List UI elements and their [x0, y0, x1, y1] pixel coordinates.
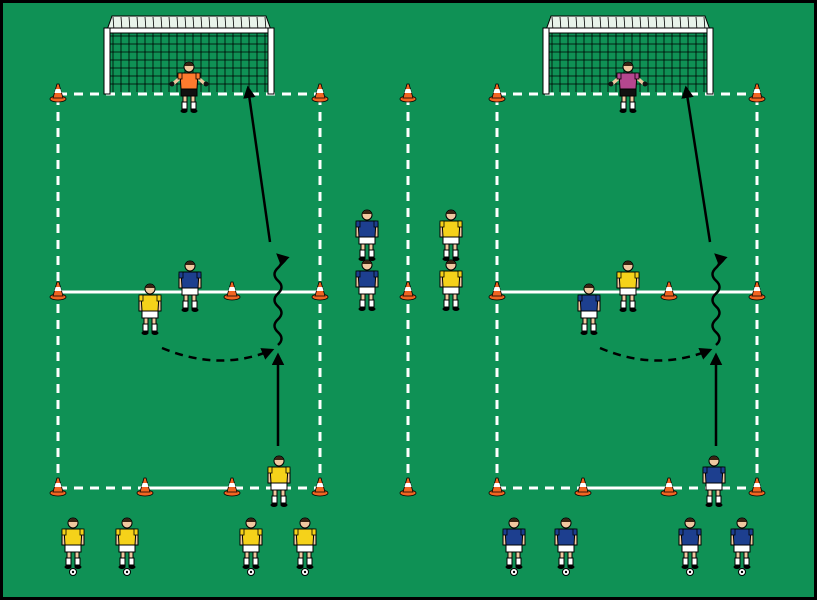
cone	[223, 477, 241, 497]
left-goalkeeper	[169, 61, 209, 113]
right-run-arrow	[599, 346, 713, 362]
right-dribble-arrow	[711, 253, 728, 346]
right-lane-waiting-player	[678, 517, 702, 576]
goals	[103, 15, 714, 95]
cone	[136, 477, 154, 497]
left-defender	[178, 260, 202, 312]
center-waiting-player	[439, 209, 463, 261]
cone	[311, 83, 329, 103]
right-defender	[616, 260, 640, 312]
left-run-arrow	[161, 346, 275, 362]
cone	[574, 477, 592, 497]
cone	[49, 281, 67, 301]
cone	[311, 281, 329, 301]
left-lane-waiting-player	[239, 517, 263, 576]
cone	[399, 83, 417, 103]
right-lane-waiting-player	[502, 517, 526, 576]
cones	[49, 83, 766, 497]
cone	[660, 477, 678, 497]
cone	[488, 477, 506, 497]
cone	[748, 83, 766, 103]
movement-arrows	[161, 85, 728, 446]
cone	[399, 477, 417, 497]
left-lane-waiting-player	[293, 517, 317, 576]
left-passer	[267, 455, 291, 507]
left-dribble-arrow	[273, 253, 290, 346]
left-shot-arrow	[243, 85, 272, 243]
center-waiting-player	[355, 259, 379, 311]
right-lane-waiting-player	[730, 517, 754, 576]
left-lane-waiting-player	[61, 517, 85, 576]
left-attacker	[138, 283, 162, 335]
right-passer	[702, 455, 726, 507]
right-goalkeeper	[608, 61, 648, 113]
left-lane-waiting-player	[115, 517, 139, 576]
cone	[399, 281, 417, 301]
cone	[748, 281, 766, 301]
center-waiting-player	[355, 209, 379, 261]
cone	[488, 83, 506, 103]
right-lane-waiting-player	[554, 517, 578, 576]
left-goal	[103, 15, 275, 95]
right-attacker	[577, 283, 601, 335]
right-shot-arrow	[681, 85, 712, 243]
cone	[49, 83, 67, 103]
cone	[311, 477, 329, 497]
cone	[223, 281, 241, 301]
cone	[660, 281, 678, 301]
cone	[488, 281, 506, 301]
center-waiting-player	[439, 259, 463, 311]
players	[61, 61, 754, 576]
cone	[748, 477, 766, 497]
cone	[49, 477, 67, 497]
